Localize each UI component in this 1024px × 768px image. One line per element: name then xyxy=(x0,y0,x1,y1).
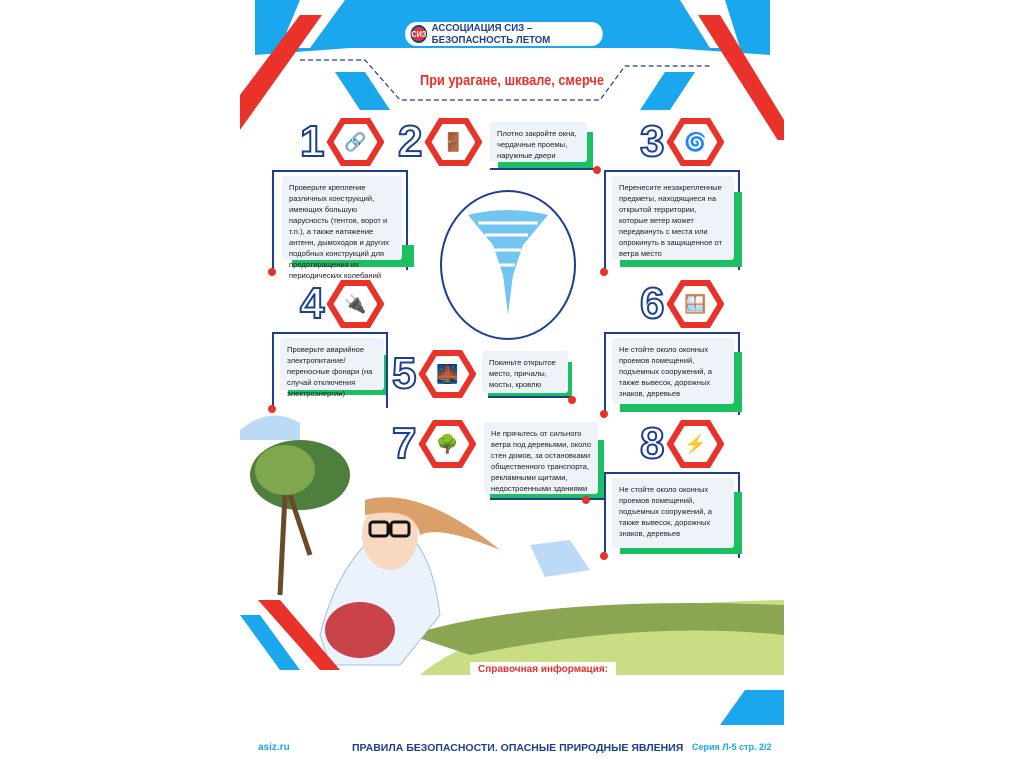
card-6-dot xyxy=(600,410,608,418)
card-5-text: Покиньте открытое место, причалы, мосты,… xyxy=(482,351,568,393)
chain-link-icon: 🔗 xyxy=(333,124,378,160)
card-1-frame xyxy=(272,170,408,270)
card-4-dot xyxy=(268,405,276,413)
card-2-frame xyxy=(490,120,600,170)
tornado-icon xyxy=(468,210,548,315)
card-1-text: Проверьте крепление различных конструкци… xyxy=(282,176,402,280)
step-2-badge: 2🚪 xyxy=(397,117,483,166)
plug-battery-icon: 🔌 xyxy=(333,286,378,322)
footer-title: ПРАВИЛА БЕЗОПАСНОСТИ. ОПАСНЫЕ ПРИРОДНЫЕ … xyxy=(352,742,684,754)
card-2-dot xyxy=(593,166,601,174)
window-icon: 🪟 xyxy=(673,286,718,322)
card-8-text: Не стойте около оконных проемов помещени… xyxy=(612,478,734,548)
card-3-text: Перенесите незакрепленные предметы, нахо… xyxy=(612,176,734,260)
wind-icon: 🌀 xyxy=(673,124,718,160)
card-7-dot xyxy=(582,496,590,504)
bridge-icon: 🌉 xyxy=(425,356,470,392)
step-number: 4 xyxy=(299,279,326,328)
card-2-text: Плотно закройте окна, чердачные проемы, … xyxy=(490,122,587,162)
step-number: 8 xyxy=(639,419,666,468)
step-5-badge: 5🌉 xyxy=(391,349,477,398)
card-3-dot xyxy=(600,268,608,276)
poster: СИЗ АССОЦИАЦИЯ СИЗ – БЕЗОПАСНОСТЬ ЛЕТОМ … xyxy=(240,0,784,768)
card-4-frame xyxy=(272,332,388,408)
step-number: 1 xyxy=(299,117,326,166)
card-6-text: Не стойте около оконных проемов помещени… xyxy=(612,338,734,404)
trees-icon: 🌳 xyxy=(425,426,470,462)
step-number: 3 xyxy=(639,117,666,166)
tornado-illustration xyxy=(440,190,576,340)
footer-decoration xyxy=(720,690,784,725)
card-8-dot xyxy=(600,552,608,560)
reference-label: Справочная информация: xyxy=(470,662,617,677)
asiz-logo-icon: СИЗ xyxy=(410,25,428,43)
step-6-badge: 6🪟 xyxy=(639,279,725,328)
step-number: 6 xyxy=(639,279,666,328)
card-1-dot xyxy=(268,268,276,276)
step-number: 7 xyxy=(391,419,418,468)
card-4-text: Проверьте аварийное электропитание/перен… xyxy=(280,338,384,398)
site-link[interactable]: asiz.ru xyxy=(258,742,290,753)
girl-in-wind-illustration xyxy=(240,415,784,675)
step-number: 5 xyxy=(391,349,418,398)
step-1-badge: 1🔗 xyxy=(299,117,385,166)
step-number: 2 xyxy=(397,117,424,166)
person-door-icon: 🚪 xyxy=(431,124,476,160)
step-3-badge: 3🌀 xyxy=(639,117,725,166)
card-7-text: Не прячьтесь от сильного ветра под дерев… xyxy=(484,422,598,494)
org-badge: СИЗ АССОЦИАЦИЯ СИЗ – БЕЗОПАСНОСТЬ ЛЕТОМ xyxy=(405,22,603,46)
series-label: Серия Л-5 стр. 2/2 xyxy=(692,742,772,752)
step-8-badge: 8⚡ xyxy=(639,419,725,468)
page-title: При урагане, шквале, смерче xyxy=(420,72,604,89)
org-name: АССОЦИАЦИЯ СИЗ – БЕЗОПАСНОСТЬ ЛЕТОМ xyxy=(431,22,551,46)
step-7-badge: 7🌳 xyxy=(391,419,477,468)
card-5-dot xyxy=(568,396,576,404)
step-4-badge: 4🔌 xyxy=(299,279,385,328)
